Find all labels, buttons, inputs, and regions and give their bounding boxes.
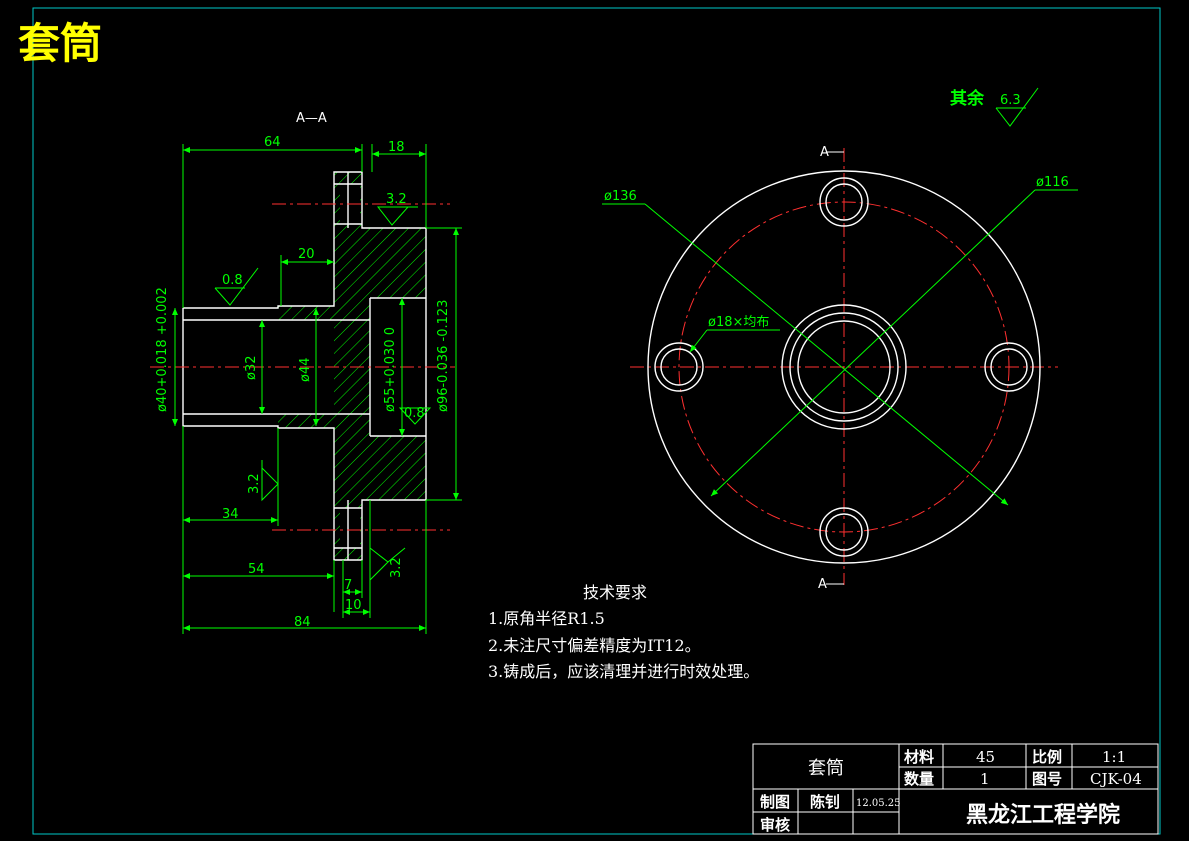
section-label: A—A [296, 111, 327, 126]
tb-drawing-no-value: CJK-04 [1090, 770, 1142, 788]
tb-quantity-value: 1 [980, 770, 990, 788]
tb-drawing-no-label: 图号 [1032, 770, 1062, 788]
tech-heading: 技术要求 [583, 583, 647, 602]
tb-quantity-label: 数量 [904, 770, 934, 788]
roughness-symbols [214, 206, 432, 581]
tb-material-label: 材料 [904, 748, 934, 766]
dim-64: 64 [264, 135, 281, 150]
dim-dia116: ø116 [1036, 175, 1069, 190]
tb-scale-label: 比例 [1032, 748, 1062, 766]
tb-date: 12.05.25 [856, 798, 901, 809]
tb-institution: 黑龙江工程学院 [966, 802, 1120, 828]
roughness-value: 3.2 [247, 473, 262, 494]
remaining-roughness-label: 其余 [950, 88, 985, 109]
roughness-value: 0.8 [404, 406, 425, 421]
section-marker: A [820, 145, 829, 160]
remaining-roughness: 其余 6.3 [950, 87, 1039, 127]
dim-54: 54 [248, 562, 265, 577]
center-lines [630, 148, 1058, 585]
tech-item: 1.原角半径R1.5 [488, 609, 605, 628]
section-view: 64 18 20 34 54 7 10 84 ø40+0.018 +0.002 … [150, 135, 462, 634]
drawing-frame [32, 7, 1161, 835]
dim-18: 18 [388, 140, 405, 155]
dim-dia32: ø32 [244, 356, 259, 381]
dim-34: 34 [222, 507, 239, 522]
tech-item: 3.铸成后，应该清理并进行时效处理。 [488, 662, 759, 681]
roughness-value: 3.2 [389, 557, 404, 578]
tb-material-value: 45 [976, 748, 995, 766]
dim-dia40: ø40+0.018 +0.002 [155, 287, 170, 412]
dim-dia96: ø96-0.036 -0.123 [436, 300, 451, 412]
tech-item: 2.未注尺寸偏差精度为IT12。 [488, 636, 701, 655]
tb-checked-by-label: 审核 [760, 816, 790, 834]
flange-outline [647, 170, 1041, 564]
roughness-value: 3.2 [386, 192, 407, 207]
technical-requirements: 技术要求 1.原角半径R1.5 2.未注尺寸偏差精度为IT12。 3.铸成后，应… [488, 583, 759, 681]
tb-drawn-by-label: 制图 [760, 793, 790, 811]
tb-scale-value: 1:1 [1102, 748, 1126, 766]
dim-holes: ø18×均布 [708, 315, 769, 330]
section-dimension-lines [172, 144, 462, 634]
dim-20: 20 [298, 247, 315, 262]
top-dimension-lines [602, 189, 1078, 506]
dim-dia136: ø136 [604, 189, 637, 204]
drawing-title: 套筒 [18, 19, 102, 68]
section-marker: A [818, 577, 827, 592]
dim-dia44: ø44 [298, 358, 313, 383]
dim-10: 10 [345, 598, 362, 613]
dim-dia55: ø55+0.030 0 [383, 327, 398, 412]
title-block: 套筒 材料 45 比例 1:1 数量 1 图号 CJK-04 制图 陈钊 12.… [752, 743, 1159, 835]
remaining-roughness-value: 6.3 [1000, 93, 1021, 108]
top-view: ø136 ø116 ø18×均布 A A [602, 145, 1078, 592]
dim-84: 84 [294, 615, 311, 630]
dim-7: 7 [344, 578, 352, 593]
roughness-value: 0.8 [222, 273, 243, 288]
tb-drawn-by-name: 陈钊 [810, 793, 840, 811]
tb-part-name: 套筒 [808, 758, 844, 779]
